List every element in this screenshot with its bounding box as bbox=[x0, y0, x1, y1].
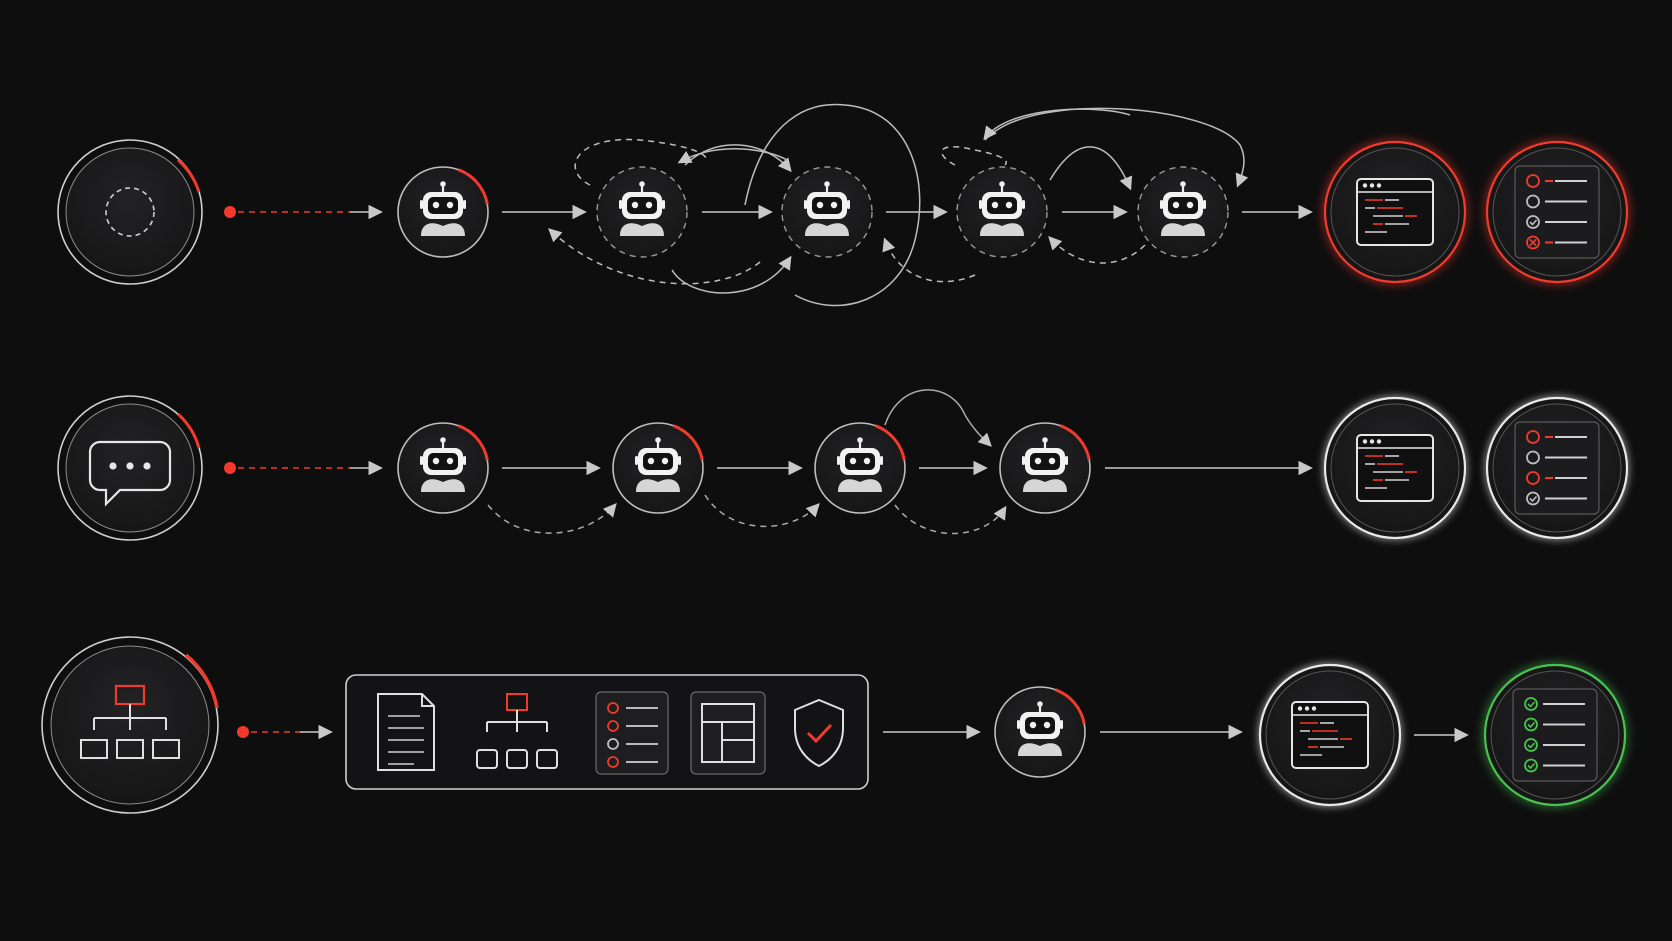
code-output bbox=[1323, 396, 1467, 540]
pending-icon bbox=[1526, 471, 1540, 485]
robot-icon bbox=[635, 437, 681, 492]
code-output bbox=[1258, 663, 1402, 807]
checklist-icon bbox=[595, 691, 669, 775]
robot-icon bbox=[804, 181, 850, 236]
code-window-icon bbox=[1356, 434, 1434, 502]
robot-icon bbox=[1017, 701, 1063, 756]
agent-node bbox=[999, 422, 1091, 514]
agent-node bbox=[814, 422, 906, 514]
robot-icon bbox=[619, 181, 665, 236]
org-chart-icon bbox=[80, 684, 180, 759]
progress-arc bbox=[457, 168, 489, 205]
code-window-icon bbox=[1356, 178, 1434, 246]
code-window-icon bbox=[1291, 701, 1369, 769]
feedback-arrows bbox=[487, 389, 1007, 535]
start-dot bbox=[237, 726, 249, 738]
x-icon bbox=[1526, 235, 1540, 250]
check-icon bbox=[1524, 697, 1538, 711]
layout-icon bbox=[690, 691, 766, 775]
agent-node bbox=[612, 422, 704, 514]
check-icon bbox=[1524, 738, 1538, 752]
checklist-output bbox=[1485, 396, 1629, 540]
checklist-card-icon bbox=[1514, 421, 1600, 515]
checklist-output-error bbox=[1485, 140, 1629, 284]
check-icon bbox=[1524, 758, 1538, 773]
robot-icon bbox=[420, 181, 466, 236]
checklist-card-icon bbox=[1512, 688, 1598, 782]
agent-node bbox=[596, 166, 688, 258]
code-output-error bbox=[1323, 140, 1467, 284]
robot-icon bbox=[979, 181, 1025, 236]
robot-icon bbox=[837, 437, 883, 492]
source-node-idle bbox=[57, 139, 203, 285]
start-dot bbox=[224, 206, 236, 218]
pending-icon bbox=[1526, 174, 1540, 188]
agent-node bbox=[781, 166, 873, 258]
pending-icon bbox=[1526, 450, 1540, 465]
row-chaotic bbox=[57, 103, 1629, 307]
check-icon bbox=[1524, 717, 1538, 732]
robot-icon bbox=[1160, 181, 1206, 236]
pending-icon bbox=[1526, 430, 1540, 444]
checklist-card-icon bbox=[1514, 165, 1600, 259]
progress-arc bbox=[874, 424, 906, 461]
source-node-plan bbox=[41, 636, 219, 814]
shield-check-icon bbox=[794, 698, 844, 768]
row-structured bbox=[41, 636, 1627, 814]
loop-arrows bbox=[548, 103, 1249, 307]
progress-arc bbox=[1059, 424, 1091, 461]
agent-node bbox=[994, 686, 1086, 778]
agent-node bbox=[1137, 166, 1229, 258]
chat-bubble-icon bbox=[88, 440, 172, 507]
agent-node bbox=[397, 166, 489, 258]
agent-node bbox=[956, 166, 1048, 258]
row-conversation bbox=[57, 389, 1629, 541]
pending-icon bbox=[1526, 194, 1540, 209]
progress-arc bbox=[1054, 688, 1086, 725]
agent-node bbox=[397, 422, 489, 514]
progress-arc bbox=[457, 424, 489, 461]
dashed-circle-icon bbox=[105, 187, 155, 237]
start-dot bbox=[224, 462, 236, 474]
checklist-output-success bbox=[1483, 663, 1627, 807]
check-icon bbox=[1526, 491, 1540, 506]
hierarchy-icon bbox=[476, 693, 558, 769]
progress-arc bbox=[672, 424, 704, 461]
robot-icon bbox=[1022, 437, 1068, 492]
robot-icon bbox=[420, 437, 466, 492]
source-node-chat bbox=[57, 395, 203, 541]
document-icon bbox=[377, 693, 435, 771]
context-panel bbox=[345, 674, 869, 790]
check-icon bbox=[1526, 215, 1540, 229]
